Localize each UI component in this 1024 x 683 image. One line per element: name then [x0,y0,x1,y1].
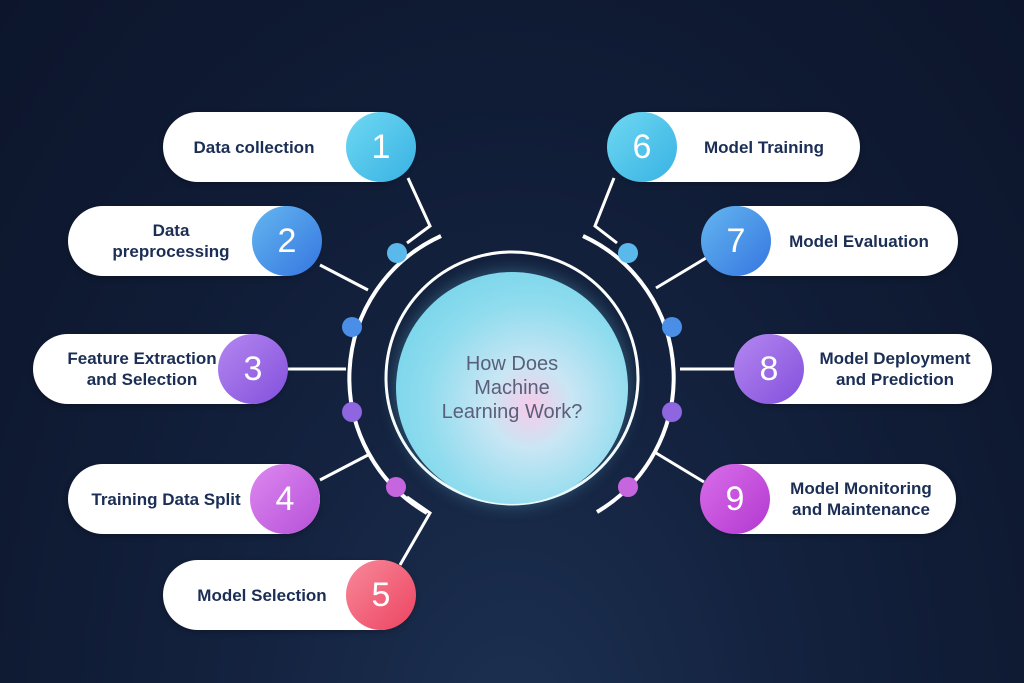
step-4-label: Training Data Split [91,489,241,509]
step-2-badge: 2 [252,206,322,276]
center-circle: How Does Machine Learning Work? [396,272,628,504]
ring-dot-9 [618,477,638,497]
ring-dot-7 [662,317,682,337]
step-5-label: Model Selection [197,585,327,605]
ring-dot-3 [342,402,362,422]
step-7-badge: 7 [701,206,771,276]
connector-2 [319,263,369,292]
step-5-badge: 5 [346,560,416,630]
ring-dot-8 [662,402,682,422]
step-6-badge: 6 [607,112,677,182]
connector-6 [593,177,618,245]
inner-ring [384,250,640,506]
ring-dot-1 [387,243,407,263]
step-8-label: Model Deployment and Prediction [819,349,971,389]
step-3-badge: 3 [218,334,288,404]
step-7-label: Model Evaluation [789,231,929,251]
step-6-label: Model Training [704,137,824,157]
connector-4 [319,453,369,482]
step-1-label: Data collection [193,137,315,157]
ring-dot-2 [342,317,362,337]
step-9-label: Model Monitoring and Maintenance [790,479,932,519]
step-1-badge: 1 [346,112,416,182]
step-2-label: Data preprocessing [112,221,230,261]
step-3-label: Feature Extraction and Selection [67,349,217,389]
connector-9 [655,451,705,484]
step-9-badge: 9 [700,464,770,534]
step-4-badge: 4 [250,464,320,534]
ring-dot-6 [618,243,638,263]
connector-7 [655,256,707,290]
step-8-badge: 8 [734,334,804,404]
connector-1 [406,177,432,245]
connector-5 [398,495,432,566]
ring-dot-4 [386,477,406,497]
center-title: How Does Machine Learning Work? [441,353,583,423]
